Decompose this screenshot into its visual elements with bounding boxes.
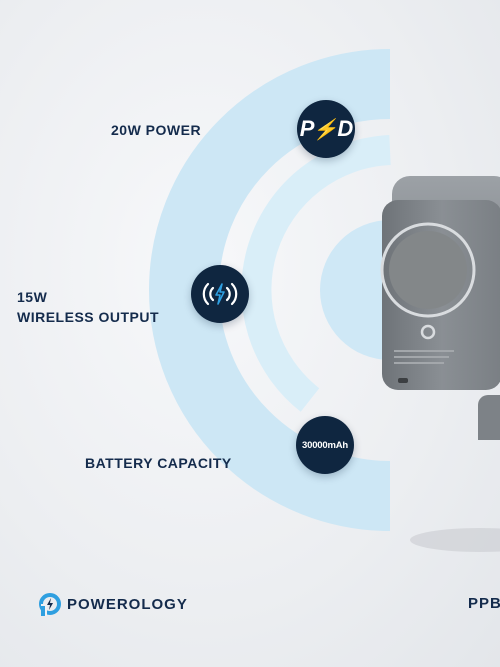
feature-label-battery-text: BATTERY CAPACITY <box>85 455 232 471</box>
feature-label-power-text: 20W POWER <box>111 122 202 138</box>
pd-badge: P⚡D <box>297 100 355 158</box>
feature-label-battery: BATTERY CAPACITY <box>85 453 232 473</box>
power-bank-image <box>380 176 500 440</box>
brand-name: POWEROLOGY <box>67 595 188 613</box>
feature-label-wireless: 15W WIRELESS OUTPUT <box>17 287 159 327</box>
wireless-badge <box>191 265 249 323</box>
wireless-charging-icon <box>202 282 238 306</box>
power-delivery-icon: P⚡D <box>299 116 353 141</box>
powerology-logo-icon <box>39 593 61 616</box>
feature-label-wireless-line1: 15W <box>17 289 48 305</box>
brand-block: POWEROLOGY <box>39 592 188 616</box>
model-text: PPB <box>468 595 500 612</box>
battery-badge: 30000mAh <box>296 416 354 474</box>
feature-label-power: 20W POWER <box>111 120 201 140</box>
feature-label-wireless-line2: WIRELESS OUTPUT <box>17 309 160 325</box>
battery-capacity-text: 30000mAh <box>302 439 348 451</box>
